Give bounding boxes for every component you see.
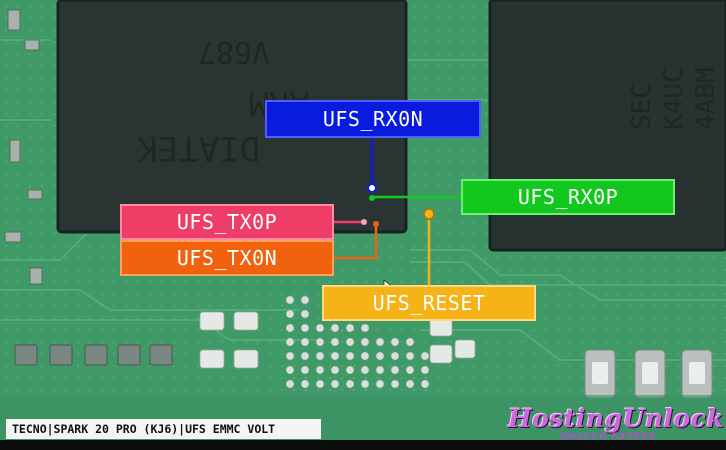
watermark-subtitle: UNLOCK EXPERE (560, 432, 657, 442)
soc-marking-3: DIATEK (137, 128, 260, 168)
ufs-reset-label: UFS_RESET (322, 285, 536, 321)
memory-marking-1: SEC (627, 83, 657, 130)
bottom-bar (0, 440, 726, 450)
tx0p-test-point (361, 219, 367, 225)
tx0n-leader-line (334, 226, 378, 260)
rx0n-test-point (367, 183, 377, 193)
ufs-tx0p-label: UFS_TX0P (120, 204, 334, 240)
soc-marking-1: V687 (198, 34, 270, 69)
memory-marking-3: 4ABM (691, 67, 721, 130)
watermark-logo: HostingUnlock (508, 404, 725, 433)
rx0p-test-point (369, 195, 375, 201)
tx0n-test-point (373, 221, 379, 227)
reset-test-point (423, 208, 435, 220)
ufs-rx0n-label: UFS_RX0N (265, 100, 481, 138)
memory-marking-2: K4UC (659, 67, 689, 130)
device-caption: TECNO|SPARK 20 PRO (KJ6)|UFS EMMC VOLT (6, 419, 321, 439)
ufs-rx0p-label: UFS_RX0P (461, 179, 675, 215)
ufs-tx0n-label: UFS_TX0N (120, 240, 334, 276)
